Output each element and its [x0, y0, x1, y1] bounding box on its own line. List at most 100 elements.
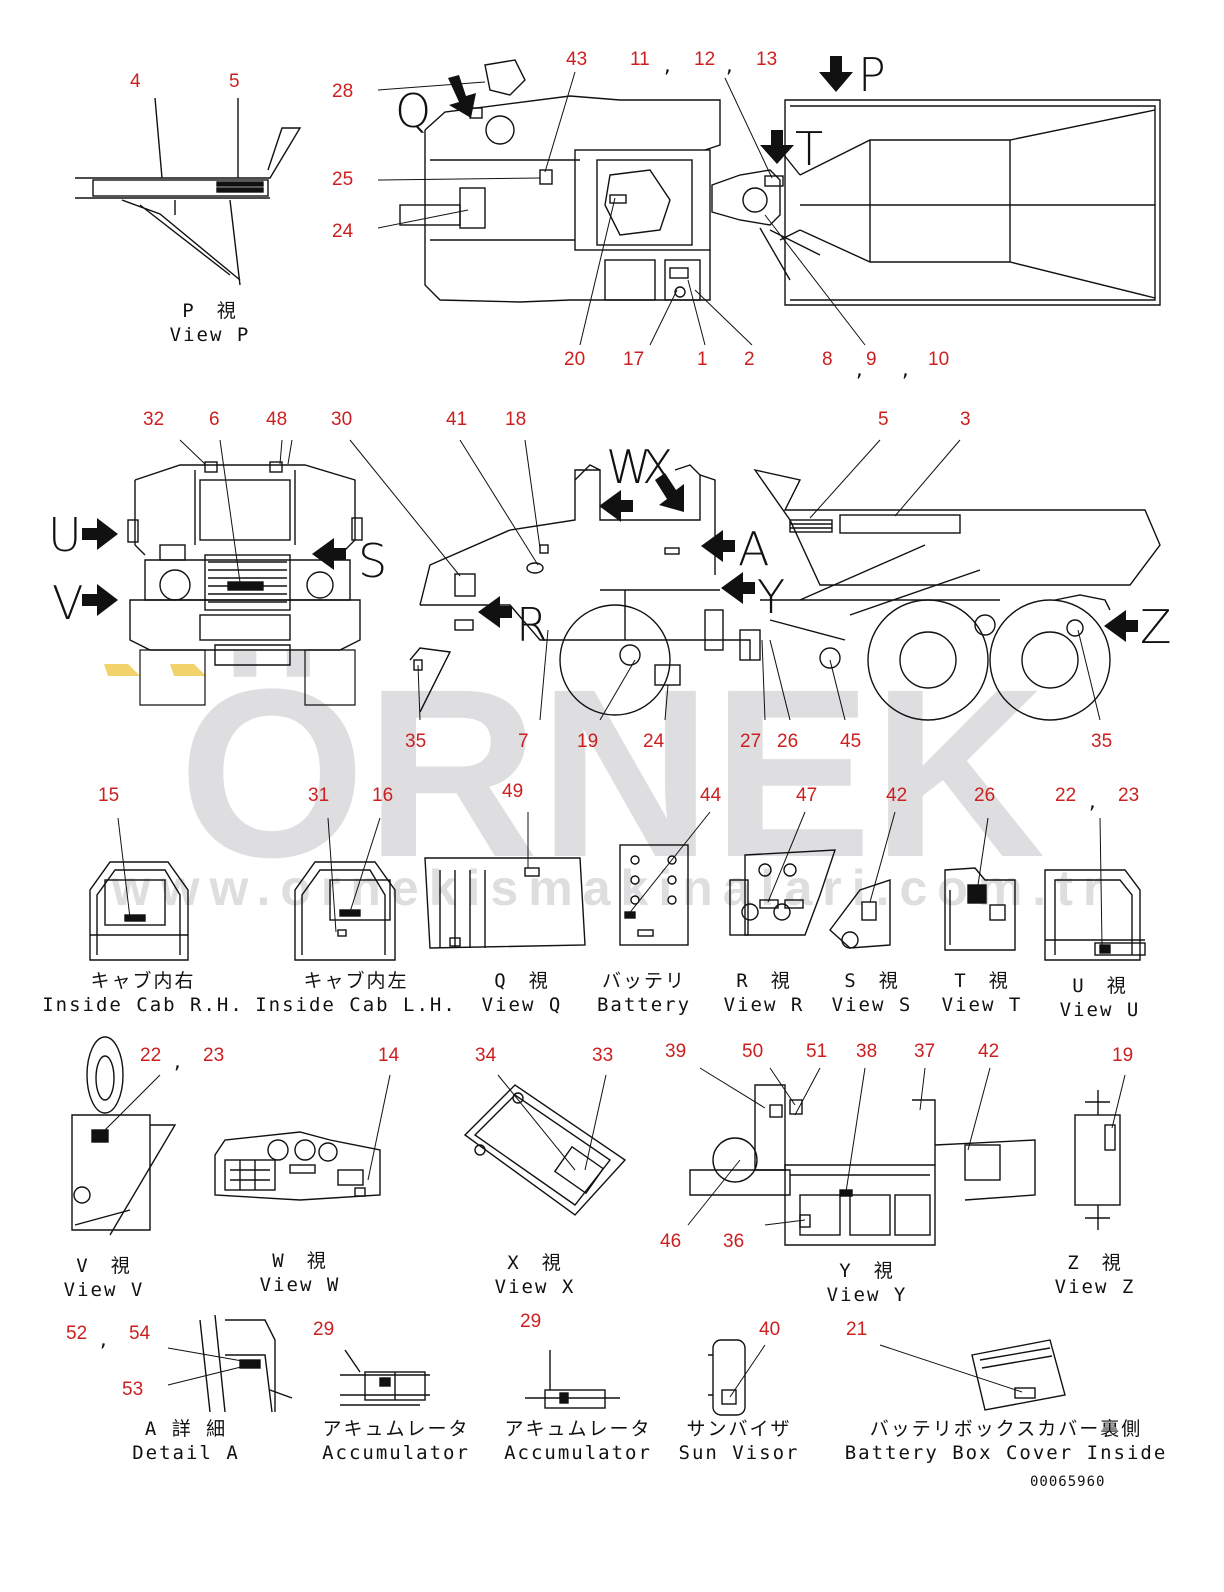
callout: 50	[742, 1041, 764, 1062]
arrow-q-icon	[448, 75, 476, 118]
view-letter-z: Z	[1140, 600, 1172, 654]
callout: 5	[878, 409, 889, 430]
leader-lines	[99, 71, 1126, 1398]
view-letter-x: X	[642, 440, 674, 494]
callout: 22	[1055, 785, 1077, 806]
view-letter-u: U	[48, 508, 82, 562]
view-letter-y: Y	[757, 570, 786, 624]
view-letter-t: T	[795, 122, 824, 176]
callout: 17	[623, 349, 645, 370]
detail-a-drawing	[199, 1314, 293, 1413]
separator-comma: ,	[98, 1330, 109, 1351]
callout: 7	[518, 731, 529, 752]
inside-cab-rh-drawing	[89, 861, 189, 961]
front-view-drawing	[127, 461, 363, 706]
callout: 8	[822, 349, 833, 370]
callout: 19	[1112, 1045, 1134, 1066]
callout: 34	[475, 1045, 497, 1066]
callout: 28	[332, 81, 354, 102]
arrow-u-icon	[82, 518, 118, 550]
callout: 23	[203, 1045, 225, 1066]
sun-visor-drawing	[708, 1339, 746, 1416]
view-letter-v: V	[52, 576, 84, 630]
callout: 3	[960, 409, 971, 430]
callout: 1	[697, 349, 708, 370]
arrow-t-icon	[760, 130, 794, 164]
arrow-w-icon	[599, 490, 633, 522]
callout: 45	[840, 731, 862, 752]
view-v-drawing	[71, 1036, 177, 1236]
callout: 14	[378, 1045, 400, 1066]
callout: 18	[505, 409, 527, 430]
separator-comma: ,	[900, 360, 911, 381]
callout: 2	[744, 349, 755, 370]
callout: 5	[229, 71, 240, 92]
callout: 35	[1091, 731, 1113, 752]
callout: 37	[914, 1041, 936, 1062]
callout: 47	[796, 785, 818, 806]
top-view-drawing	[399, 59, 1161, 306]
separator-comma: ,	[724, 56, 735, 77]
callout: 33	[592, 1045, 614, 1066]
arrow-x-icon	[655, 473, 684, 512]
callout: 40	[759, 1319, 781, 1340]
direction-arrows	[82, 56, 1138, 642]
view-y-drawing	[689, 1084, 1036, 1246]
separator-comma: ,	[1087, 792, 1098, 813]
view-letter-p: P	[858, 48, 886, 102]
callout: 29	[520, 1311, 542, 1332]
callout: 35	[405, 731, 427, 752]
callout: 42	[978, 1041, 1000, 1062]
side-view-drawing	[409, 464, 1161, 721]
callout: 36	[723, 1231, 745, 1252]
arrow-a-icon	[701, 530, 735, 562]
callout: 44	[700, 785, 722, 806]
document-number: 00065960	[1030, 1474, 1106, 1490]
battery-box-cover-drawing	[971, 1339, 1066, 1411]
callout: 39	[665, 1041, 687, 1062]
arrow-s-icon	[312, 538, 346, 570]
callout: 25	[332, 169, 354, 190]
view-r-drawing	[729, 849, 836, 936]
callout: 53	[122, 1379, 144, 1400]
view-letter-s: S	[358, 534, 388, 588]
accumulator-1-drawing	[340, 1349, 430, 1406]
callout: 22	[140, 1045, 162, 1066]
arrow-y-icon	[721, 572, 755, 604]
callout: 21	[846, 1319, 868, 1340]
callout: 42	[886, 785, 908, 806]
callout: 29	[313, 1319, 335, 1340]
callout: 23	[1118, 785, 1140, 806]
view-letter-q: Q	[395, 84, 432, 138]
callout: 38	[856, 1041, 878, 1062]
arrow-v-icon	[82, 584, 118, 616]
callout: 51	[806, 1041, 828, 1062]
callout: 10	[928, 349, 950, 370]
separator-comma: ,	[172, 1052, 183, 1073]
callout: 20	[564, 349, 586, 370]
view-letter-w: W	[606, 440, 652, 494]
callout: 6	[209, 409, 220, 430]
callout: 46	[660, 1231, 682, 1252]
callout: 24	[332, 221, 354, 242]
arrow-r-icon	[478, 596, 512, 628]
callout: 13	[756, 49, 778, 70]
battery-drawing	[619, 844, 689, 946]
